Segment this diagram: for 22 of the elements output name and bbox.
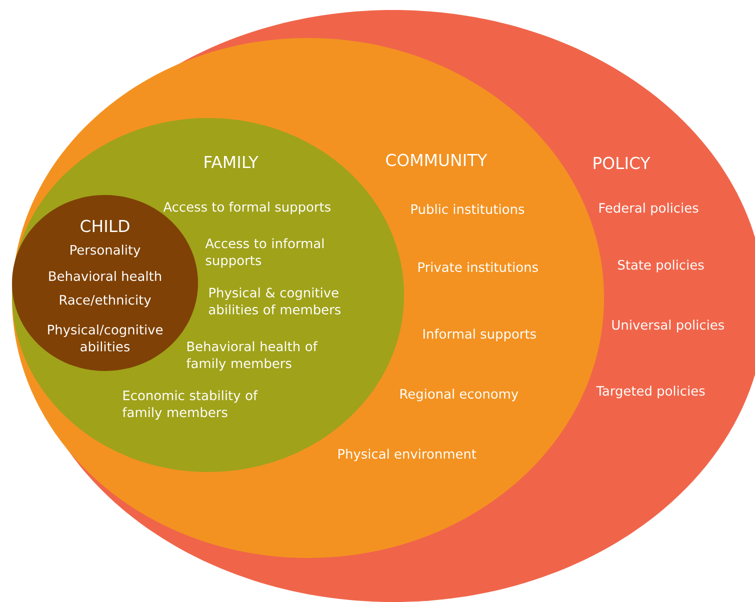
group-heading: COMMUNITY bbox=[386, 154, 488, 166]
factor-label: Federal policies bbox=[599, 202, 698, 216]
factor-label: Public institutions bbox=[411, 204, 524, 214]
factor-label: Regional economy bbox=[400, 388, 518, 402]
factor-label: Behavioral health bbox=[49, 270, 161, 281]
factor-label: Economic stability of family members bbox=[122, 390, 258, 420]
factor-label: Behavioral health of family members bbox=[186, 341, 318, 371]
factor-label: State policies bbox=[618, 260, 704, 272]
factor-label: Access to informal supports bbox=[205, 238, 324, 268]
factor-label: Universal policies bbox=[612, 320, 724, 332]
factor-label: Physical/cognitive abilities bbox=[48, 324, 163, 352]
factor-label: Personality bbox=[70, 244, 140, 258]
factor-label: Informal supports bbox=[423, 328, 536, 342]
group-heading: FAMILY bbox=[204, 156, 258, 168]
factor-label: Race/ethnicity bbox=[60, 294, 151, 308]
factor-label: Targeted policies bbox=[596, 386, 705, 398]
factor-label: Private institutions bbox=[418, 262, 538, 272]
factor-label: Access to formal supports bbox=[163, 202, 330, 214]
group-heading: POLICY bbox=[594, 156, 650, 170]
group-heading: CHILD bbox=[80, 220, 130, 232]
factor-label: Physical & cognitive abilities of members bbox=[209, 288, 340, 314]
factor-label: Physical environment bbox=[338, 448, 476, 462]
